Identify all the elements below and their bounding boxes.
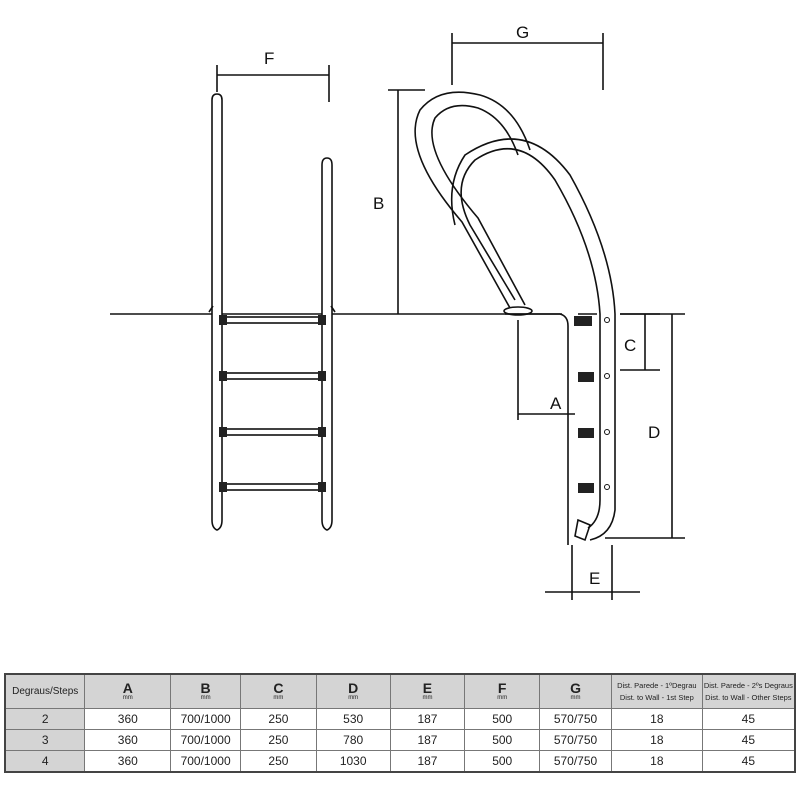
cell: 500 xyxy=(464,729,541,751)
cell: 570/750 xyxy=(539,750,612,773)
cell: 530 xyxy=(315,708,391,730)
cell: 780 xyxy=(315,729,391,751)
cell: 570/750 xyxy=(539,729,612,751)
cell: 500 xyxy=(464,750,541,773)
cell: 500 xyxy=(464,708,541,730)
header-steps: Degraus/Steps xyxy=(4,673,86,709)
cell: 18 xyxy=(610,708,703,730)
dim-label-f: F xyxy=(264,49,274,68)
cell: 360 xyxy=(84,729,172,751)
cell: 360 xyxy=(84,708,172,730)
dim-label-d: D xyxy=(648,423,660,442)
dim-label-c: C xyxy=(624,336,636,355)
cell: 700/1000 xyxy=(170,729,242,751)
cell: 187 xyxy=(389,750,466,773)
cell: 187 xyxy=(389,729,466,751)
dim-label-b: B xyxy=(373,194,384,213)
side-view-handrail xyxy=(414,91,616,542)
cell: 18 xyxy=(610,750,703,773)
cell: 250 xyxy=(240,708,317,730)
dim-label-g: G xyxy=(516,23,529,42)
pool-wall xyxy=(505,313,569,545)
cell: 45 xyxy=(701,729,796,751)
dim-label-e: E xyxy=(589,569,600,588)
cell: 250 xyxy=(240,729,317,751)
cell: 187 xyxy=(389,708,466,730)
cell: 1030 xyxy=(315,750,391,773)
cell: 700/1000 xyxy=(170,708,242,730)
ladder-diagram: F G B A C D E xyxy=(110,23,685,600)
cell: 45 xyxy=(701,708,796,730)
cell: 3 xyxy=(4,729,86,751)
cell: 360 xyxy=(84,750,172,773)
cell: 700/1000 xyxy=(170,750,242,773)
cell: 4 xyxy=(4,750,86,773)
cell: 2 xyxy=(4,708,86,730)
cell: 18 xyxy=(610,729,703,751)
dim-label-a: A xyxy=(550,394,562,413)
cell: 45 xyxy=(701,750,796,773)
cell: 570/750 xyxy=(539,708,612,730)
cell: 250 xyxy=(240,750,317,773)
front-view-ladder xyxy=(208,93,336,531)
